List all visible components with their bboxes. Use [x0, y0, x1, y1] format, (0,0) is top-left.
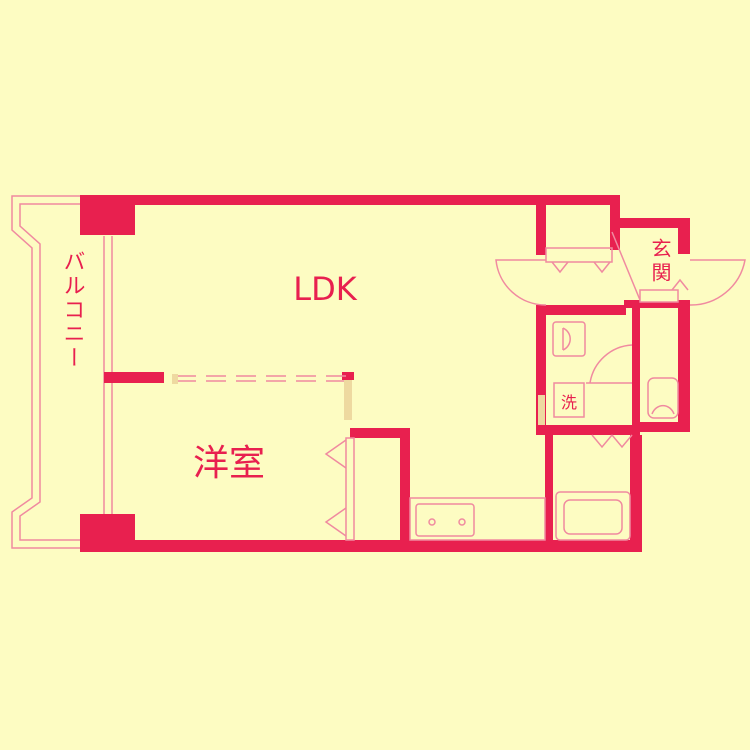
- kitchen-counter: [409, 497, 546, 541]
- balcony-outline: [11, 195, 113, 549]
- label-balcony: バルコニー: [60, 250, 85, 370]
- label-western-room: 洋室: [193, 443, 265, 484]
- washroom-fixtures: [538, 321, 633, 449]
- closet: [324, 437, 355, 541]
- entrance-doors: [495, 231, 746, 306]
- label-washer: 洗: [561, 393, 577, 412]
- sliding-door: [172, 374, 352, 420]
- toilet: [647, 377, 679, 419]
- walls: [80, 195, 690, 552]
- label-ldk: LDK: [293, 270, 357, 308]
- label-entrance: 玄関: [648, 238, 672, 286]
- bathtub: [555, 491, 631, 541]
